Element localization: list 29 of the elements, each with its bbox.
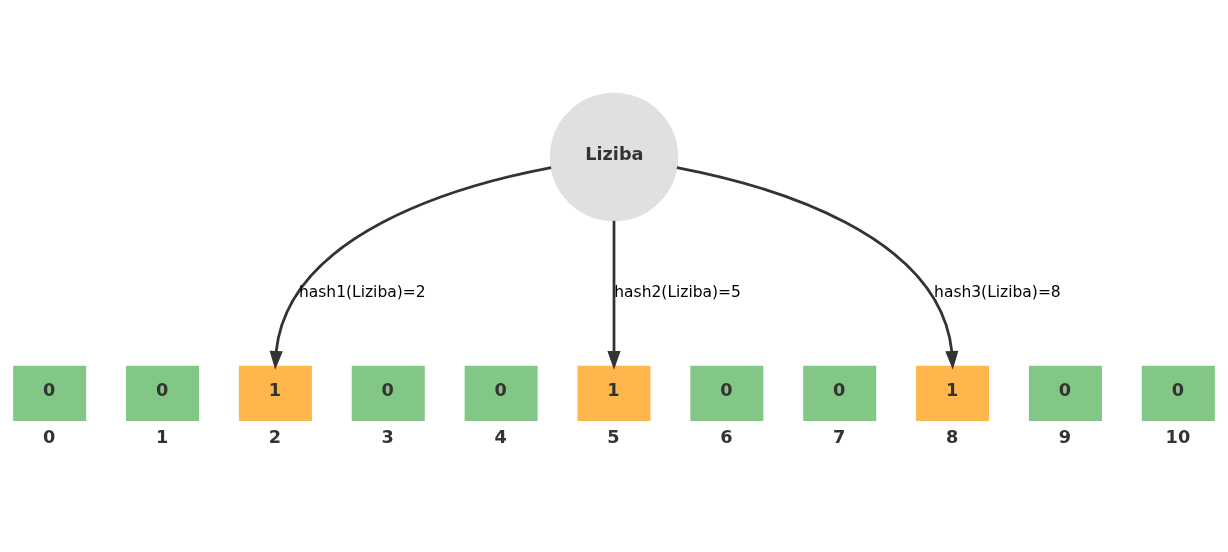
edge-label: hash1(Liziba)=2 [298,283,426,302]
node-box: 0 [803,365,877,421]
node-label: 1 [155,426,169,447]
node-label: 3 [381,426,394,447]
node-circle: Liziba [549,92,679,222]
edge-label: hash2(Liziba)=5 [614,283,741,302]
node-label: 9 [1058,426,1072,447]
node-box: 0 [126,365,200,421]
node-box: 0 [13,365,87,421]
node-label: 4 [494,426,507,447]
node-box: 0 [464,365,538,421]
node-box: 0 [1141,365,1215,421]
arrow [607,220,621,370]
node-box: 0 [351,365,425,421]
node-label: 5 [607,426,620,447]
node-box: 1 [577,365,651,421]
node-label: 7 [833,426,846,447]
node-box: 0 [690,365,764,421]
node-label: 0 [43,426,56,447]
arrow [676,166,959,370]
node-label: 10 [1165,426,1191,447]
node-box: 0 [1028,365,1102,421]
node-label: 6 [720,426,733,447]
node-box: 1 [238,365,312,421]
edge-label: hash3(Liziba)=8 [934,283,1061,302]
node-label: 8 [945,426,959,447]
node-box: 1 [916,365,990,421]
node-label: 2 [268,426,282,447]
arrow [269,166,552,370]
